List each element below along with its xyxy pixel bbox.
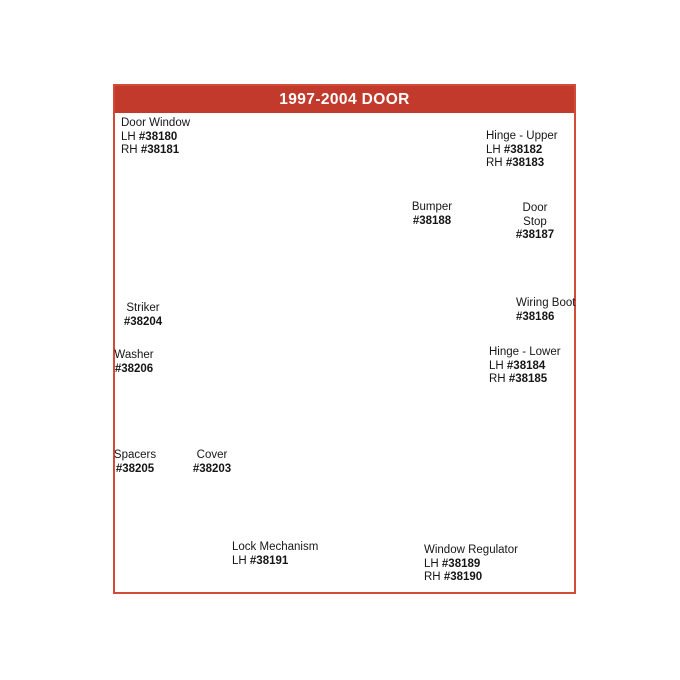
side-prefix: LH <box>489 359 507 372</box>
part-label: Spacers <box>113 449 157 461</box>
side-prefix: RH <box>489 373 509 386</box>
part-number: #38184 <box>506 359 546 372</box>
part-number-row: RH #38185 <box>489 373 561 387</box>
part-number-row: LH #38182 <box>486 144 558 158</box>
part-number: #38189 <box>441 557 481 570</box>
callout-washer: Washer #38206 <box>105 349 163 376</box>
part-number-row: #38206 <box>105 363 163 377</box>
page-title: 1997-2004 DOOR <box>279 90 410 108</box>
callout-cover: Cover #38203 <box>184 449 240 476</box>
side-prefix: LH <box>232 554 250 567</box>
title-bar: 1997-2004 DOOR <box>115 86 574 113</box>
side-prefix: RH <box>424 571 444 584</box>
part-number: #38190 <box>443 571 483 584</box>
part-number: #38183 <box>505 157 545 170</box>
callout-door-stop: Door Stop #38187 <box>512 202 558 243</box>
part-label: Stop <box>523 215 547 228</box>
callout-door-window: Door Window LH #38180 RH #38181 <box>121 117 190 158</box>
callout-wiring-boot: Wiring Boot #38186 <box>516 297 575 324</box>
part-number-row: LH #38180 <box>121 131 190 145</box>
part-number: #38180 <box>138 130 178 143</box>
part-number-row: #38205 <box>106 463 164 477</box>
callout-striker: Striker #38204 <box>114 302 172 329</box>
part-number-row: #38186 <box>516 311 575 325</box>
part-label: Cover <box>196 449 228 461</box>
side-prefix: LH <box>121 130 139 143</box>
callout-window-regulator: Window Regulator LH #38189 RH #38190 <box>424 544 518 585</box>
callout-hinge-lower: Hinge - Lower LH #38184 RH #38185 <box>489 346 561 387</box>
part-number-row: LH #38191 <box>232 555 318 569</box>
part-number: #38185 <box>508 373 548 386</box>
part-label: Washer <box>114 349 154 361</box>
part-label: Bumper <box>411 201 453 213</box>
part-number: #38206 <box>114 362 154 375</box>
part-label: Door Window <box>121 117 191 129</box>
part-number-row: LH #38184 <box>489 360 561 374</box>
part-number-row: RH #38183 <box>486 157 558 171</box>
part-number: #38204 <box>123 315 163 328</box>
callout-lock-mechanism: Lock Mechanism LH #38191 <box>232 541 318 568</box>
part-number-row: #38187 <box>512 229 558 243</box>
part-number-row: #38204 <box>114 316 172 330</box>
side-prefix: RH <box>121 144 141 157</box>
part-number: #38205 <box>115 462 155 475</box>
part-label: Hinge - Lower <box>489 346 561 358</box>
callout-hinge-upper: Hinge - Upper LH #38182 RH #38183 <box>486 130 558 171</box>
part-number: #38203 <box>192 462 232 475</box>
part-number: #38182 <box>503 143 543 156</box>
part-number-row: #38203 <box>184 463 240 477</box>
part-number: #38181 <box>140 144 180 157</box>
side-prefix: LH <box>486 143 504 156</box>
part-label: Hinge - Upper <box>486 130 558 142</box>
side-prefix: RH <box>486 157 506 170</box>
callout-bumper: Bumper #38188 <box>402 201 462 228</box>
side-prefix: LH <box>424 557 442 570</box>
part-number-row: #38188 <box>402 215 462 229</box>
part-label: Window Regulator <box>424 544 518 556</box>
part-label: Door <box>522 202 548 214</box>
diagram-frame: 1997-2004 DOOR <box>113 84 576 594</box>
part-number: #38191 <box>249 554 289 567</box>
part-number-row: RH #38190 <box>424 571 518 585</box>
part-number: #38188 <box>412 214 452 227</box>
part-label: Striker <box>126 302 160 314</box>
callout-spacers: Spacers #38205 <box>106 449 164 476</box>
part-number-row: LH #38189 <box>424 558 518 572</box>
part-number-row: RH #38181 <box>121 144 190 158</box>
part-label: Wiring Boot <box>516 297 576 309</box>
part-number: #38186 <box>516 310 555 323</box>
part-label: Lock Mechanism <box>232 541 319 553</box>
part-number: #38187 <box>515 229 555 242</box>
